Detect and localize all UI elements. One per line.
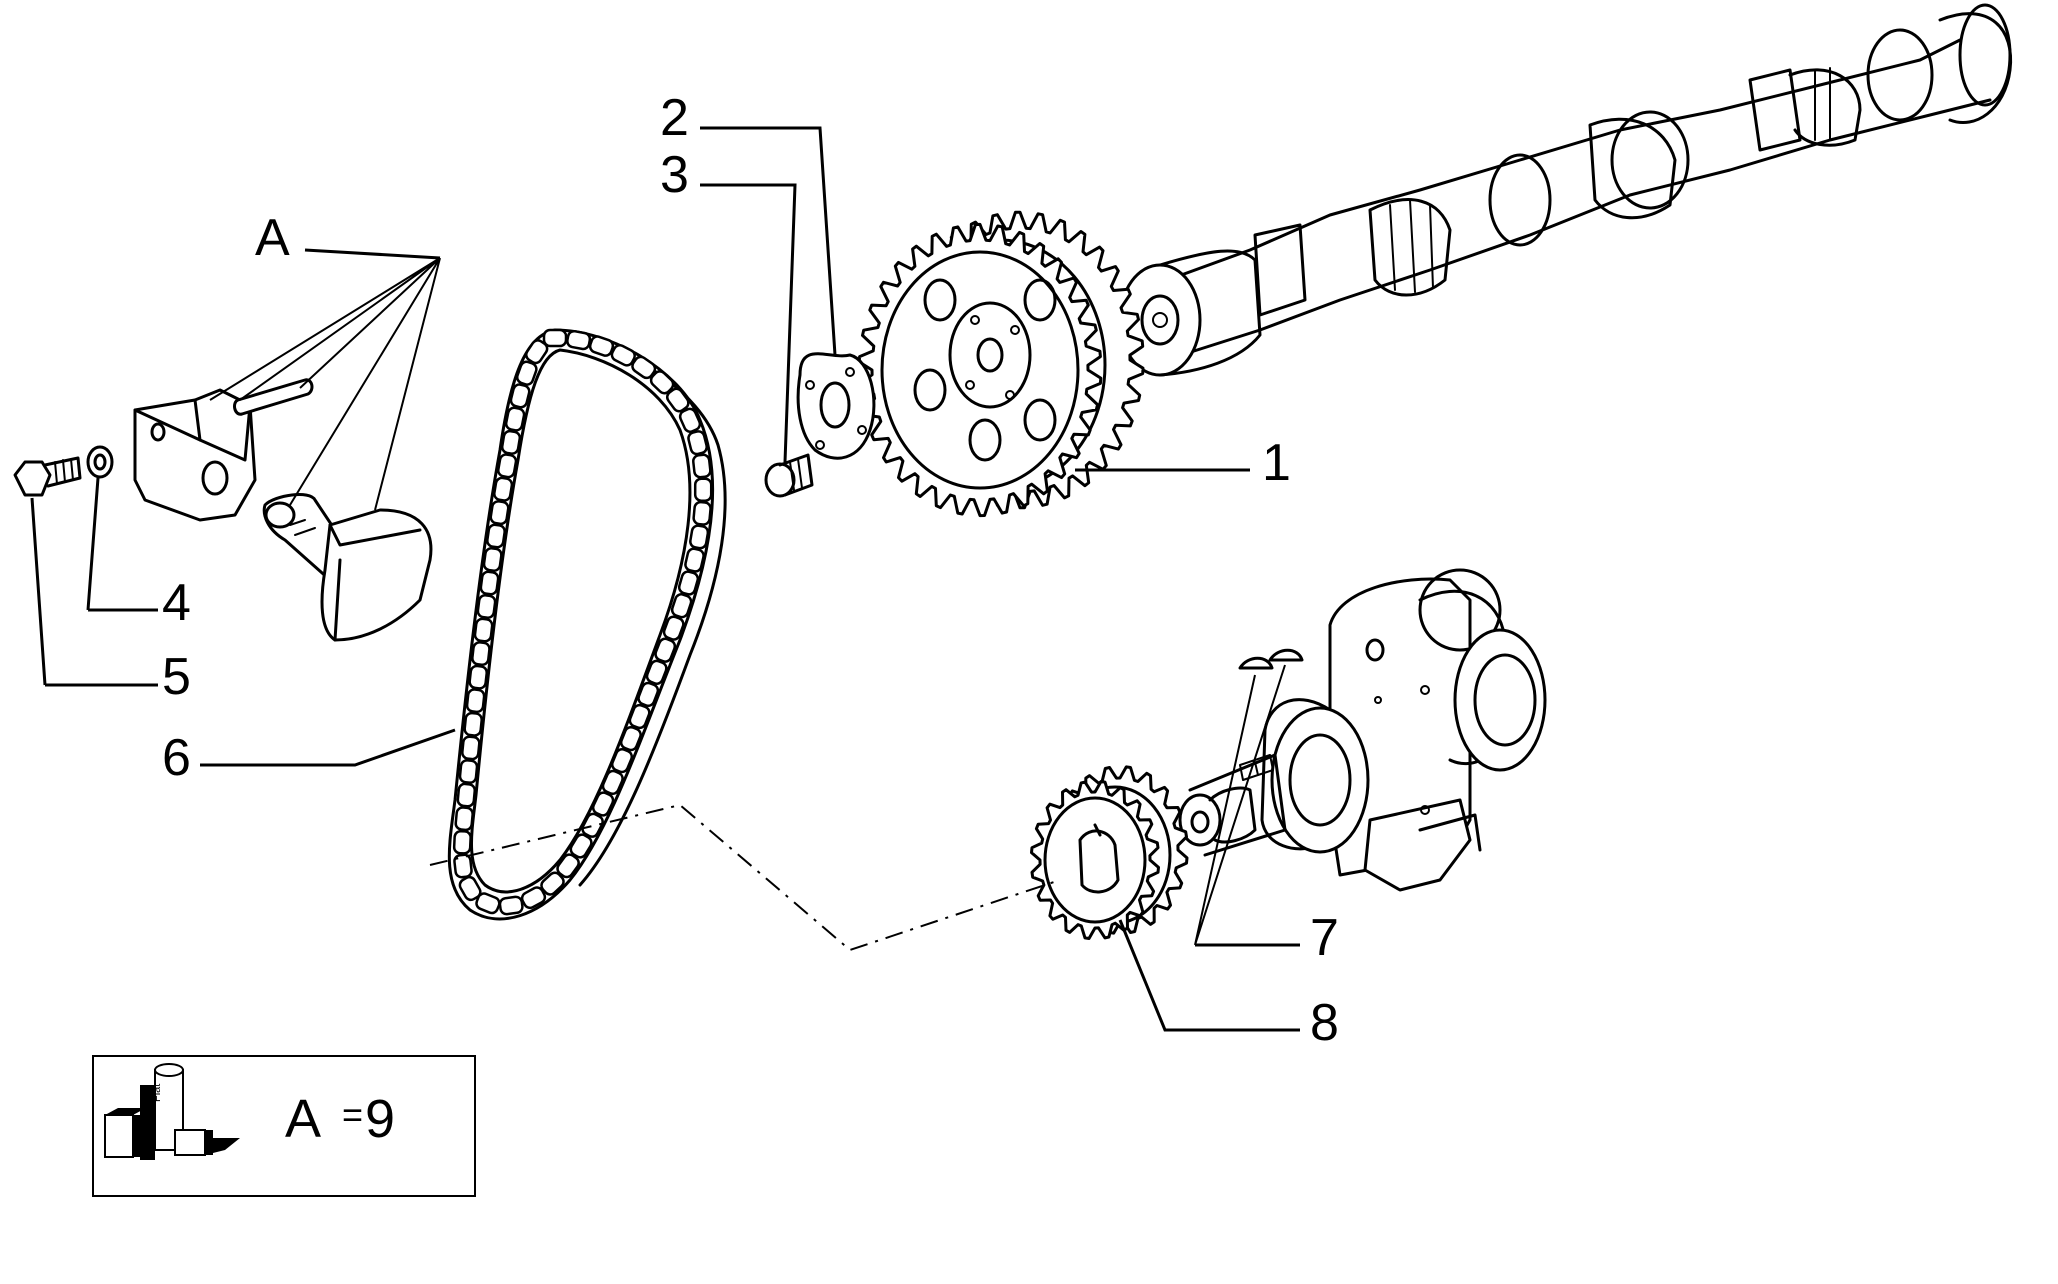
callout-8: 8	[1310, 994, 1339, 1052]
callout-4: 4	[162, 574, 191, 632]
chain-link	[556, 853, 580, 879]
chain-link	[678, 407, 702, 433]
chain-link	[454, 806, 474, 832]
chain-link	[619, 725, 642, 752]
leader-lines	[30, 126, 1300, 1032]
timing-chain	[447, 328, 727, 921]
tensioner-washer	[86, 445, 114, 479]
callout-6: 6	[162, 729, 191, 787]
callout-1: 1	[1262, 434, 1291, 492]
chain-link	[610, 747, 634, 774]
chain-link	[482, 547, 503, 572]
chain-link	[497, 453, 518, 479]
woodruff-keys	[1238, 648, 1304, 670]
camshaft	[1118, 3, 2013, 377]
tensioner-bolt	[13, 456, 82, 497]
legend-equals: =	[342, 1094, 363, 1135]
fiat-parts-kit-icon: Fiat	[104, 1063, 240, 1160]
chain-link	[684, 547, 705, 573]
crankshaft	[1178, 568, 1547, 892]
chain-link	[475, 892, 501, 915]
camshaft-sprocket	[857, 210, 1145, 518]
chain-link	[479, 570, 500, 596]
chain-link	[458, 875, 482, 902]
legend-box: Fiat A = 9	[92, 1055, 476, 1197]
chain-link	[465, 688, 486, 714]
callout-2: 2	[660, 89, 689, 147]
callout-7: 7	[1310, 909, 1339, 967]
chain-link	[471, 641, 491, 667]
chain-link	[458, 759, 479, 784]
callout-3: 3	[660, 146, 689, 204]
chain-link	[601, 769, 624, 796]
chain-link	[473, 617, 494, 643]
chain-link	[566, 329, 592, 351]
chain-link	[453, 853, 473, 879]
chain-link	[588, 335, 615, 357]
chain-link	[649, 370, 675, 395]
chain-link	[662, 615, 685, 641]
chain-link	[569, 833, 593, 859]
chain-link	[581, 812, 604, 838]
fiat-badge-label: Fiat	[151, 1084, 163, 1102]
chain-link	[540, 871, 565, 896]
chain-link	[645, 659, 668, 685]
chain-link	[525, 339, 549, 365]
legend-letter: A	[285, 1089, 321, 1149]
chain-link	[500, 429, 522, 455]
callout-a: A	[255, 209, 290, 267]
chain-link	[468, 664, 488, 690]
chain-link	[689, 524, 710, 550]
assembly-centerlines	[429, 803, 1061, 952]
chain-link	[515, 360, 538, 386]
chain-tensioner-assembly	[133, 378, 433, 642]
chain-link	[628, 703, 651, 730]
chain-link	[476, 594, 497, 619]
chain-link	[520, 886, 547, 910]
chain-link	[637, 681, 660, 708]
chain-link	[486, 523, 506, 549]
chain-link	[591, 791, 615, 817]
chain-link	[509, 383, 531, 409]
chain-link	[687, 430, 708, 456]
sprocket-washer-plate	[796, 352, 876, 460]
chain-link	[610, 343, 636, 367]
chain-link	[677, 570, 700, 596]
crankshaft-sprocket	[1030, 765, 1189, 940]
chain-link	[693, 477, 713, 502]
chain-link	[692, 453, 712, 479]
sprocket-bolt	[764, 453, 814, 498]
chain-link	[692, 500, 712, 526]
chain-link	[654, 637, 677, 663]
chain-link	[452, 829, 472, 855]
chain-link	[498, 895, 524, 916]
chain-link	[504, 406, 526, 432]
chain-link	[542, 328, 568, 348]
chain-link	[665, 387, 690, 413]
chain-link	[456, 782, 477, 808]
chain-link	[631, 355, 657, 380]
chain-link	[670, 593, 693, 619]
chain-link	[493, 476, 514, 502]
chain-link	[489, 500, 510, 526]
legend-value: 9	[365, 1089, 395, 1149]
chain-link	[463, 711, 483, 737]
chain-link	[461, 735, 481, 761]
callout-5: 5	[162, 648, 191, 706]
